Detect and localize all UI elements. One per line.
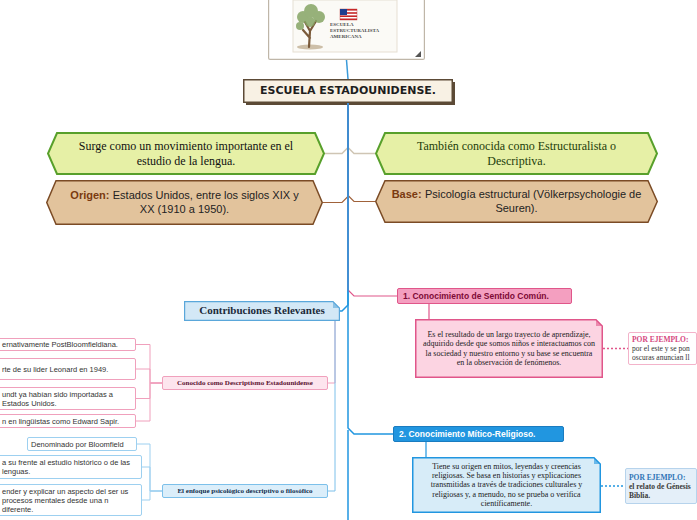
subtopic-box: El enfoque psicológico descriptivo o fil… [162, 484, 328, 498]
example-callout: POR EJEMPLO:el relato de Génesis Biblia. [625, 468, 697, 504]
node-text: Estados Unidos, entre los siglos XIX y X… [113, 189, 299, 214]
tree-canopy [296, 4, 325, 30]
detail-box: rte de su lider Leonard en 1949. [0, 358, 136, 380]
connector [340, 103, 348, 311]
node-text: Es el resultado de un largo trayecto de … [422, 330, 596, 367]
connector [142, 491, 162, 500]
node-text: El enfoque psicológico descriptivo o fil… [166, 487, 324, 495]
detail-box: n en lingüistas como Edward Sapir. [0, 414, 136, 428]
connector [603, 348, 628, 350]
section-bar: 1. Conocimiento de Sentido Común. [397, 288, 572, 304]
node-text: Tiene su origen en mitos, leyendas y cre… [419, 462, 594, 508]
connector [136, 383, 162, 421]
text-heading: POR EJEMPLO: [632, 335, 693, 344]
connector [348, 103, 375, 202]
node-text: ESCUELA ESTADOUNIDENSE. [251, 84, 445, 97]
definition-box: Es el resultado de un largo trayecto de … [415, 319, 603, 378]
text-heading: Origen: [70, 189, 109, 201]
subtopic-box: Conocido como Descriptismo Estadounidens… [162, 376, 328, 390]
cover-image: ESCUELA ESTRUCTURALISTA AMERICANA [268, 0, 425, 60]
connector [323, 103, 348, 203]
contributions-box: Contribuciones Relevantes [184, 301, 340, 321]
intro-hexagon: Surge como un movimiento importante en e… [47, 132, 325, 175]
node-text: a su frente al estudio histórico o de la… [2, 458, 138, 476]
example-callout: POR EJEMPLO:por el este y se pon oscuras… [628, 332, 697, 365]
detail-box: a su frente al estudio histórico o de la… [0, 455, 142, 479]
node-text: 1. Conocimiento de Sentido Común. [403, 291, 566, 301]
detail-box: undt ya habían sido importadas a Estados… [0, 387, 136, 410]
connector [328, 321, 335, 491]
connector [347, 60, 349, 79]
connector [325, 103, 348, 154]
node-text: Contribuciones Relevantes [188, 304, 336, 317]
node-text: rte de su lider Leonard en 1949. [2, 365, 132, 374]
node-text: ender y explicar un aspecto del ser us p… [2, 487, 138, 514]
node-text: undt ya habían sido importadas a Estados… [2, 390, 132, 408]
connector [428, 304, 429, 319]
origin-hexagon: Origen: Estados Unidos, entre los siglos … [46, 180, 323, 225]
node-text: 2. Conocimiento Mítico-Religioso. [399, 429, 558, 439]
alias-hexagon: También conocida como Estructuralista o … [375, 132, 658, 175]
text-heading: POR EJEMPLO: [629, 473, 693, 482]
text-heading: Base: [392, 188, 422, 200]
base-hexagon: Base:Psicología estructural (Völkerpsych… [375, 180, 658, 223]
definition-box: Tiene su origen en mitos, leyendas y cre… [412, 457, 601, 513]
connector [136, 369, 162, 383]
text-line: Base:Psicología estructural (Völkerpsych… [391, 188, 642, 214]
connector [136, 345, 162, 384]
connector [425, 442, 426, 457]
node-text: n en lingüistas como Edward Sapir. [2, 417, 132, 426]
cover-frame [293, 0, 397, 52]
node-text: Psicología estructural (Völkerpsychologi… [425, 188, 641, 213]
detail-box: Denominado por Bloomfield [27, 437, 137, 451]
node-text: También conocida como Estructuralista o … [391, 139, 642, 168]
node-text: Surge como un movimiento importante en e… [63, 139, 309, 168]
node-text: Denominado por Bloomfield [31, 440, 133, 449]
connector [601, 485, 625, 487]
node-text: el relato de Génesis Biblia. [629, 482, 693, 500]
text-line: Origen: Estados Unidos, entre los siglos … [62, 189, 307, 215]
trunk-line [347, 430, 349, 520]
node-text: por el este y se pon oscuras anuncian ll [632, 344, 693, 362]
title-box: ESCUELA ESTADOUNIDENSE. [243, 79, 453, 103]
connector [348, 103, 375, 154]
node-text: Conocido como Descriptismo Estadounidens… [166, 379, 324, 387]
detail-box: ernativamente PostBloomfieldiana. [0, 338, 136, 351]
section-bar: 2. Conocimiento Mítico-Religioso. [393, 426, 564, 442]
connector [136, 383, 162, 399]
connector [142, 467, 162, 491]
detail-box: ender y explicar un aspecto del ser us p… [0, 484, 142, 516]
flag-icon [340, 9, 357, 20]
node-text: ernativamente PostBloomfieldiana. [2, 340, 132, 349]
connector [328, 321, 335, 383]
node-text: ESCUELA ESTRUCTURALISTA AMERICANA [330, 22, 390, 40]
